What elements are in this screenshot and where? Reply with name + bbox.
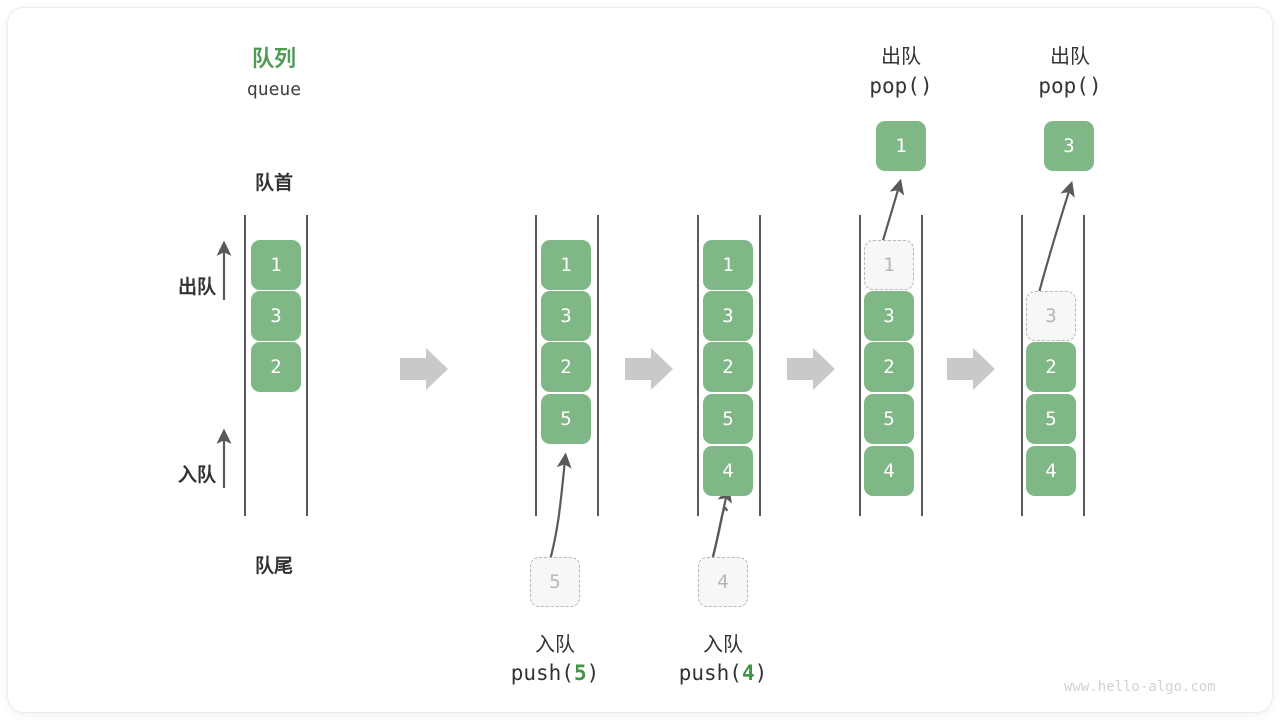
rail-left — [1021, 215, 1023, 516]
rail-right — [759, 215, 761, 516]
operation-label-cn: 入队 — [535, 634, 575, 656]
push-5-arrow — [547, 452, 572, 565]
front-label: 队首 — [254, 173, 293, 194]
push-4-arrow — [709, 486, 733, 565]
operation-label-code: push(5) — [485, 661, 625, 685]
watermark: www.hello-algo.com — [1064, 679, 1216, 695]
rail-right — [306, 215, 308, 516]
queue-cell[interactable]: 1 — [251, 240, 301, 290]
operation-label-cn: 入队 — [703, 634, 743, 656]
queue-cell[interactable]: 3 — [864, 291, 914, 341]
operation-label-cn: 出队 — [881, 46, 921, 68]
step-arrow-4 — [947, 348, 995, 390]
queue-cell[interactable]: 5 — [703, 394, 753, 444]
step-arrow-3 — [787, 348, 835, 390]
queue-cell[interactable]: 2 — [251, 342, 301, 392]
rail-right — [597, 215, 599, 516]
operation-label-code: pop() — [831, 74, 971, 98]
op-code-suffix: ) — [919, 74, 933, 98]
queue-cell-removed: 1 — [864, 240, 914, 290]
queue-cell-removed: 3 — [1026, 291, 1076, 341]
step-arrow-1 — [400, 348, 448, 390]
dequeue-label: 出队 — [177, 277, 216, 298]
queue-cell[interactable]: 1 — [703, 240, 753, 290]
op-code-value: 5 — [573, 661, 587, 685]
pop-3-arrow — [1034, 180, 1075, 305]
rail-left — [535, 215, 537, 516]
queue-cell[interactable]: 3 — [541, 291, 591, 341]
op-code-prefix: pop( — [869, 74, 920, 98]
op-code-suffix: ) — [586, 661, 600, 685]
queue-cell[interactable]: 4 — [1026, 446, 1076, 496]
op-code-value: 4 — [741, 661, 755, 685]
enqueue-label: 入队 — [177, 465, 216, 486]
op-code-prefix: push( — [678, 661, 742, 685]
rear-label: 队尾 — [254, 556, 293, 577]
rail-right — [1083, 215, 1085, 516]
queue-cell[interactable]: 3 — [251, 291, 301, 341]
queue-cell[interactable]: 2 — [703, 342, 753, 392]
rail-left — [244, 215, 246, 516]
op-code-prefix: pop( — [1038, 74, 1089, 98]
page-title-cn: 队列 — [251, 46, 296, 71]
op-code-suffix: ) — [1088, 74, 1102, 98]
operation-label-cn: 出队 — [1050, 46, 1090, 68]
queue-cell-new[interactable]: 4 — [703, 446, 753, 496]
operation-label-code: pop() — [1000, 74, 1140, 98]
queue-cell[interactable]: 2 — [864, 342, 914, 392]
queue-cell-new[interactable]: 5 — [541, 394, 591, 444]
popped-cell[interactable]: 1 — [876, 121, 926, 171]
queue-cell[interactable]: 2 — [541, 342, 591, 392]
operation-label-code: push(4) — [653, 661, 793, 685]
queue-cell[interactable]: 5 — [864, 394, 914, 444]
diagram-card: 队列 queue 队首 队尾 出队 入队 1 3 2 1 3 2 5 5 入队 … — [8, 8, 1272, 712]
popped-cell[interactable]: 3 — [1044, 121, 1094, 171]
queue-cell[interactable]: 3 — [703, 291, 753, 341]
rail-left — [859, 215, 861, 516]
incoming-ghost-cell: 5 — [530, 557, 580, 607]
page-title-en: queue — [246, 79, 302, 100]
op-code-prefix: push( — [510, 661, 574, 685]
queue-cell[interactable]: 1 — [541, 240, 591, 290]
step-arrow-2 — [625, 348, 673, 390]
rail-left — [697, 215, 699, 516]
queue-cell[interactable]: 2 — [1026, 342, 1076, 392]
queue-cell[interactable]: 5 — [1026, 394, 1076, 444]
incoming-ghost-cell: 4 — [698, 557, 748, 607]
queue-cell[interactable]: 4 — [864, 446, 914, 496]
rail-right — [921, 215, 923, 516]
op-code-suffix: ) — [754, 661, 768, 685]
